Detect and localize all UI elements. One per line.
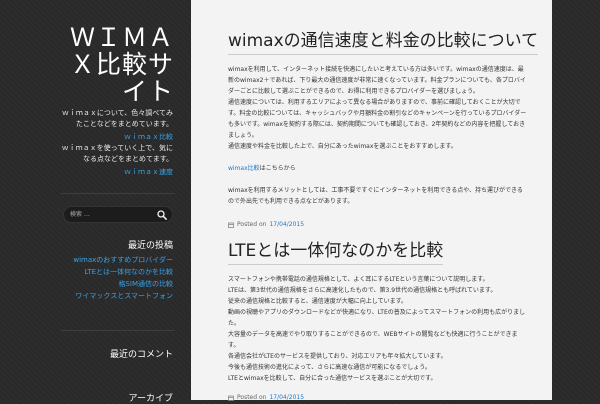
- post-paragraph: 通信速度や料金を比較した上で、自分にあったwimaxを選ぶことをおすすめします。: [228, 143, 457, 150]
- sidebar: ＷＩＭＡＸ比較サイト ｗｉｍａｘについて、色々調べてみたことなどをまとめています…: [55, 0, 181, 404]
- post-paragraph: 通信速度については、利用するエリアによって異なる場合がありますので、事前に確認し…: [228, 99, 527, 139]
- site-description-text-2: ｗｉｍａｘを使っていく上で、気になる点などをまとめてます。: [61, 144, 173, 163]
- post-line: 今後も通信技術の進化によって、さらに高速な通信が可能になるでしょう。: [228, 364, 431, 371]
- post-line: LTEとwimaxを比較して、自分に合った通信サービスを選ぶことが大切です。: [228, 375, 437, 382]
- post-link-suffix: はこちらから: [259, 165, 296, 172]
- post-meta: Posted on 17/04/2015: [228, 221, 528, 228]
- posted-on-label: Posted on: [237, 221, 267, 228]
- recent-post-link[interactable]: wimaxのおすすめプロバイダー: [73, 256, 173, 264]
- post-date-link[interactable]: 17/04/2015: [269, 221, 305, 228]
- recent-post-link[interactable]: LTEとは一体何なのかを比較: [84, 268, 173, 276]
- main-content: wimaxの通信速度と料金の比較について wimaxを利用して、インターネット接…: [191, 0, 552, 401]
- search-box: [63, 206, 173, 223]
- post-line: 大容量のデータを高速でやり取りすることができるので、WEBサイトの閲覧なども快適…: [228, 331, 518, 349]
- post-line: LTEは、第3世代の通信規格をさらに高速化したもので、第3.9世代の通信規格とも…: [228, 287, 497, 294]
- post-wimax: wimaxの通信速度と料金の比較について wimaxを利用して、インターネット接…: [228, 26, 539, 228]
- recent-comments-title: 最近のコメント: [109, 350, 173, 360]
- site-title[interactable]: ＷＩＭＡＸ比較サイト: [69, 23, 174, 106]
- post-link-line: wimax比較はこちらから: [228, 163, 528, 174]
- sidebar-divider: [61, 330, 175, 331]
- post-paragraph: wimaxを利用して、インターネット接続を快適にしたいと考えている方は多いです。…: [228, 66, 526, 95]
- post-paragraph: wimaxを利用するメリットとしては、工事不要ですぐにインターネットを利用できる…: [228, 187, 523, 205]
- post-line: 動画の視聴やアプリのダウンロードなどが快適になり、LTEの普及によってスマートフ…: [228, 309, 526, 327]
- recent-post-link[interactable]: 格SIM通信の比較: [118, 280, 173, 288]
- site-link-wimax-compare[interactable]: ｗｉｍａｘ比較: [124, 133, 173, 141]
- archive-title: アーカイブ: [128, 394, 173, 404]
- post-inline-link[interactable]: wimax比較: [228, 165, 260, 172]
- site-link-wimax-speed[interactable]: ｗｉｍａｘ速度: [124, 168, 173, 176]
- recent-post-item[interactable]: wimaxのおすすめプロバイダー: [55, 254, 173, 266]
- site-description-text-1: ｗｉｍａｘについて、色々調べてみたことなどをまとめています。: [61, 109, 173, 128]
- post-title[interactable]: LTEとは一体何なのかを比較: [228, 236, 444, 265]
- recent-post-item[interactable]: 格SIM通信の比較: [55, 278, 173, 290]
- post-line: スマートフォンや携帯電話の通信規格として、よく耳にするLTEという言葉について説…: [228, 276, 489, 283]
- recent-posts-title: 最近の投稿: [127, 241, 173, 251]
- sidebar-divider: [61, 193, 175, 194]
- recent-post-link[interactable]: ワイマックスとスマートフォン: [75, 292, 173, 300]
- post-date-link[interactable]: 17/04/2015: [269, 394, 305, 401]
- site-description: ｗｉｍａｘについて、色々調べてみたことなどをまとめています。 ｗｉｍａｘ比較 ｗ…: [55, 108, 173, 178]
- search-icon[interactable]: [157, 210, 167, 220]
- posted-on-label: Posted on: [237, 394, 267, 401]
- search-input[interactable]: [64, 207, 160, 222]
- post-title[interactable]: wimaxの通信速度と料金の比較について: [228, 26, 539, 55]
- post-lte: LTEとは一体何なのかを比較 スマートフォンや携帯電話の通信規格として、よく耳に…: [228, 236, 528, 401]
- recent-posts-list: wimaxのおすすめプロバイダー LTEとは一体何なのかを比較 格SIM通信の比…: [55, 254, 173, 302]
- calendar-icon: [228, 222, 234, 228]
- recent-post-item[interactable]: ワイマックスとスマートフォン: [55, 290, 173, 302]
- post-line: 各通信会社がLTEのサービスを提供しており、対応エリアも年々拡大しています。: [228, 353, 447, 360]
- recent-post-item[interactable]: LTEとは一体何なのかを比較: [55, 266, 173, 278]
- post-line: 従来の通信規格と比較すると、通信速度が大幅に向上しています。: [228, 298, 407, 305]
